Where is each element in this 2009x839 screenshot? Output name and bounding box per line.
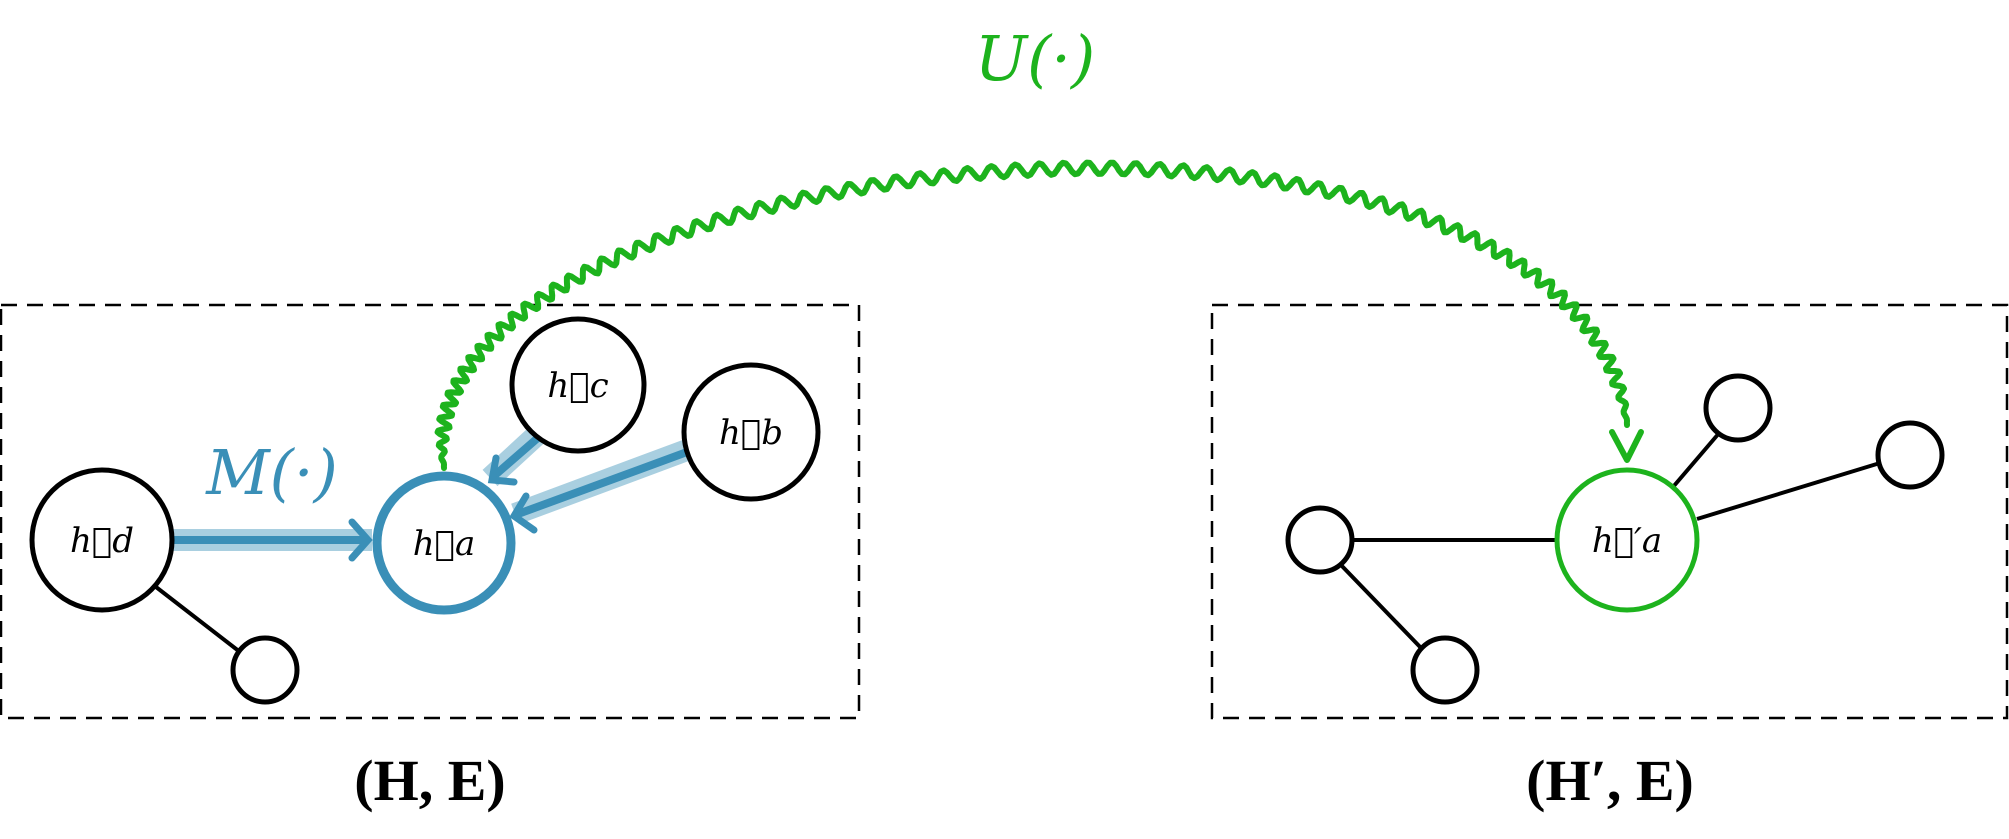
message-function-label: M(·) — [205, 436, 338, 509]
message-arrowhead-b-a — [509, 492, 538, 534]
node-h-b — [681, 362, 821, 502]
node-h-a-prime — [1554, 467, 1700, 613]
node-h-b-label: h⃗b — [719, 413, 783, 453]
right-node-bottom — [1410, 635, 1480, 705]
node-h-a-label: h⃗a — [413, 524, 476, 564]
edge-a-prime-to-top — [1671, 430, 1722, 489]
message-arrow-c-a — [491, 432, 543, 480]
left-graph-frame — [0, 303, 861, 720]
update-arc — [434, 159, 1630, 471]
right-node-top — [1703, 373, 1773, 443]
leaf-node-left — [230, 635, 300, 705]
right-node-left — [1285, 505, 1355, 575]
update-function-label: U(·) — [975, 22, 1095, 95]
right-graph-frame — [1210, 303, 2009, 720]
node-h-a — [372, 471, 516, 615]
right-graph-caption: (H′, E) — [1526, 748, 1694, 813]
node-h-c-label: h⃗c — [547, 366, 608, 406]
node-h-c — [509, 316, 647, 454]
edge-a-prime-to-right — [1696, 461, 1881, 521]
left-graph-caption: (H, E) — [354, 748, 505, 813]
message-arrow-b-a — [516, 448, 689, 518]
right-node-right — [1875, 420, 1945, 490]
edge-left-to-bottom — [1338, 562, 1425, 652]
message-arrowhead-d-a — [348, 518, 373, 562]
node-h-d — [29, 467, 175, 613]
update-arrowhead — [1609, 429, 1644, 463]
node-h-d-label: h⃗d — [70, 521, 134, 561]
edge-d-to-leaf — [154, 585, 242, 654]
node-h-a-prime-label: h⃗′a — [1592, 521, 1662, 561]
message-arrowhead-c-a — [487, 454, 518, 486]
